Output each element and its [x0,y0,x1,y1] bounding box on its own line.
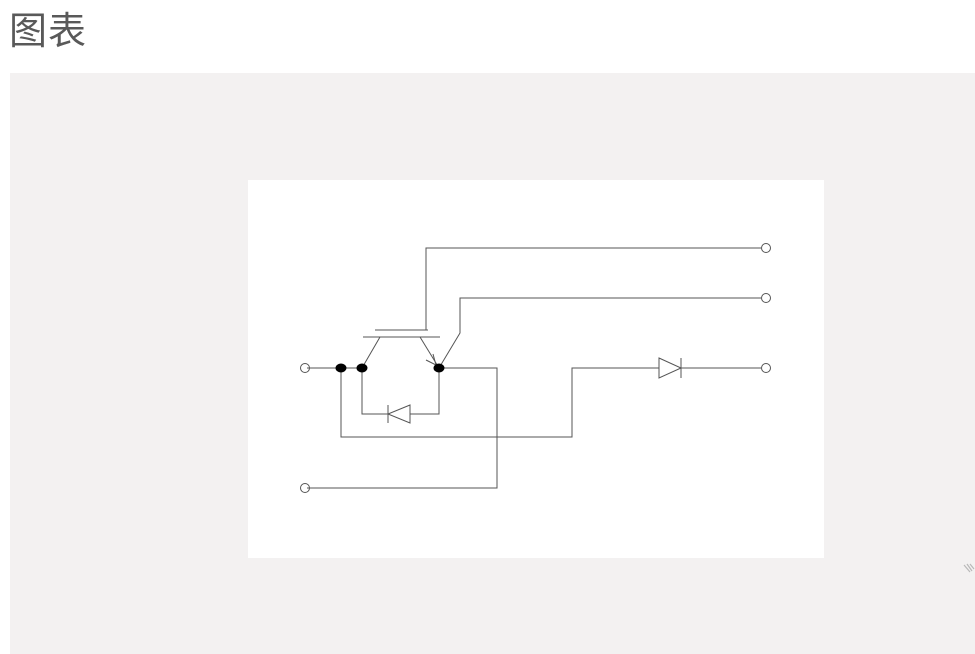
junction-dot [433,363,445,373]
junction-dot [335,363,347,373]
terminal-gate [761,243,771,253]
collector-leg [361,336,381,369]
freewheel-diode-loop [361,368,440,415]
page-title: 图表 [9,9,88,53]
junction-dot [356,363,368,373]
freewheel-diode-icon [386,404,411,424]
terminal-collector [300,363,310,373]
emitter-output-wire [307,367,498,489]
lower-bus-wire [340,367,659,438]
emitter-leg [419,336,440,369]
terminal-diode-output [761,363,771,373]
terminal-aux-emitter [761,293,771,303]
circuit-diagram-svg [300,243,771,493]
circuit-schematic [248,180,824,558]
figure-panel [10,73,975,654]
series-diode-icon [658,357,683,379]
aux-emitter-wire [438,297,761,369]
terminal-emitter-output [300,483,310,493]
resize-grip-icon [963,563,975,573]
gate-wire [425,247,761,330]
